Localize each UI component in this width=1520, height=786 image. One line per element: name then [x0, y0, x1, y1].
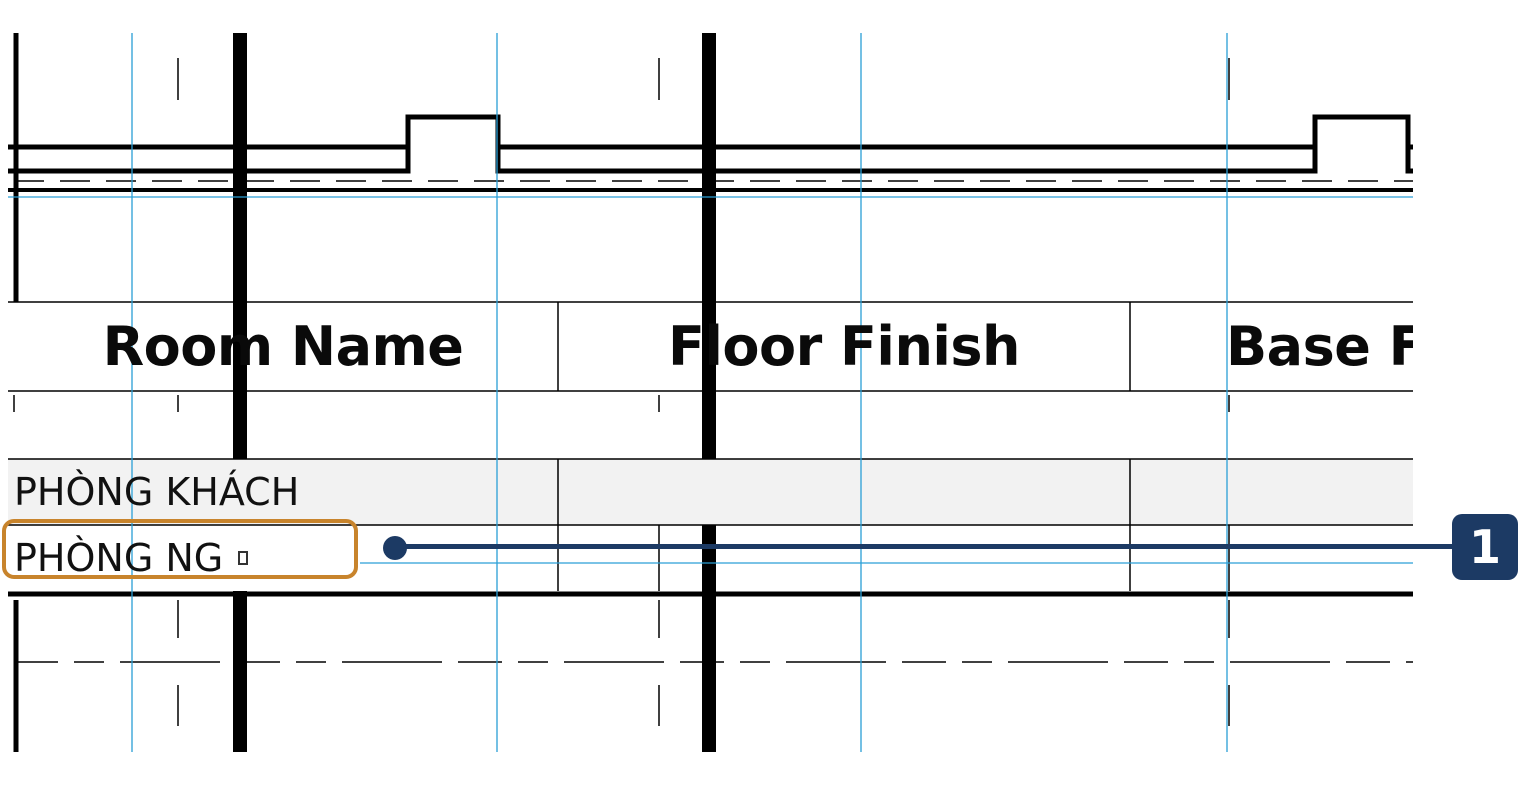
column-header-label: Base Fi: [1226, 315, 1413, 378]
row-highlight: [8, 459, 1413, 525]
callout-number: 1: [1468, 520, 1501, 574]
callout-leader-line: [406, 544, 1452, 549]
thin-vertical-lines: [13, 58, 1230, 726]
cell-room-name-row-2-editing[interactable]: PHÒNG NG: [14, 527, 554, 589]
cell-floor-finish-row-2[interactable]: [560, 527, 1128, 589]
cell-text-input[interactable]: PHÒNG NG: [14, 536, 224, 580]
callout-highlight-box: [2, 519, 358, 579]
cell-base-finish-row-1[interactable]: [1132, 461, 1412, 523]
reference-grid-lines: [8, 33, 1413, 752]
column-header-room-name[interactable]: Room Name: [8, 302, 558, 391]
thick-vertical-lines: [13, 33, 716, 752]
text-cursor-icon: [238, 551, 248, 565]
column-header-base-finish[interactable]: Base Fi: [1226, 302, 1413, 391]
callout-pointer-dot: [383, 536, 407, 560]
column-header-floor-finish[interactable]: Floor Finish: [558, 302, 1130, 391]
schedule-table-borders: [8, 301, 1413, 591]
cell-room-name-row-1[interactable]: PHÒNG KHÁCH: [14, 461, 554, 523]
cell-base-finish-row-2[interactable]: [1132, 527, 1412, 589]
cell-text: PHÒNG KHÁCH: [14, 470, 300, 514]
callout-number-badge: 1: [1452, 514, 1518, 580]
cell-floor-finish-row-1[interactable]: [560, 461, 1128, 523]
column-header-label: Room Name: [102, 315, 464, 378]
column-header-label: Floor Finish: [668, 315, 1020, 378]
